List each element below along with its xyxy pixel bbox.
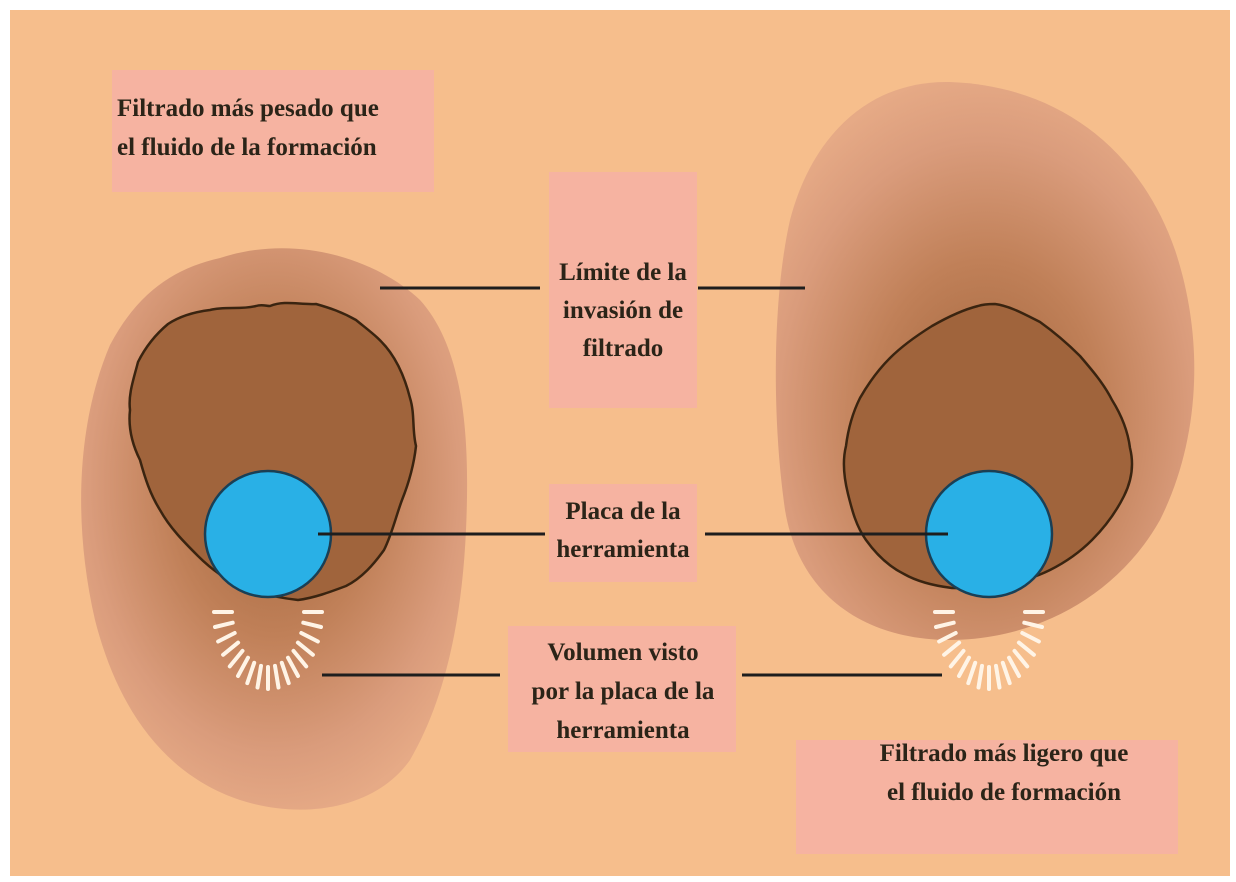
left-ray-14 — [216, 631, 237, 644]
left-ray-11 — [236, 655, 250, 678]
right-ray-7 — [994, 663, 1002, 690]
right-ray-2 — [1020, 631, 1041, 644]
tool-pad-box — [549, 484, 697, 582]
right-ray-3 — [1016, 640, 1036, 657]
left-ray-6 — [279, 660, 291, 686]
invasion-limit-line-2: invasión de — [563, 297, 683, 324]
right-ray-6 — [1000, 660, 1012, 686]
right-investigation-rays — [933, 610, 1045, 691]
left-ray-5 — [286, 655, 300, 678]
left-tool-pad-icon — [203, 469, 333, 599]
left-ray-4 — [291, 648, 309, 669]
right-ray-12 — [948, 648, 966, 669]
left-ray-2 — [299, 631, 320, 644]
left-ray-3 — [295, 640, 315, 657]
volume-seen-box — [508, 626, 736, 752]
left-ray-12 — [227, 648, 245, 669]
lighter-filtrate-box — [796, 740, 1178, 854]
lighter-filtrate-line-1: Filtrado más ligero que — [880, 740, 1129, 767]
volume-seen-line-2: por la placa de la — [532, 678, 715, 705]
volume-seen-line-1: Volumen visto — [547, 639, 698, 666]
left-ray-10 — [245, 660, 257, 686]
left-ray-13 — [221, 640, 241, 657]
lighter-filtrate-line-2: el fluido de formación — [887, 779, 1121, 806]
invasion-limit-box — [549, 172, 697, 408]
right-flushed-zone — [842, 302, 1134, 590]
right-ray-9 — [976, 663, 984, 690]
right-ray-14 — [937, 631, 958, 644]
right-ray-11 — [957, 655, 971, 678]
left-investigation-rays — [212, 610, 324, 691]
tool-pad-line-2: herramienta — [556, 536, 690, 563]
heavier-filtrate-line-2: el fluido de la formación — [117, 134, 377, 161]
invasion-limit-line-1: Límite de la — [559, 259, 687, 286]
right-ray-4 — [1012, 648, 1030, 669]
heavier-filtrate-box — [112, 70, 434, 192]
right-ray-13 — [942, 640, 962, 657]
right-ray-1 — [1022, 620, 1044, 629]
right-ray-5 — [1007, 655, 1021, 678]
left-ray-7 — [273, 663, 281, 690]
left-ray-1 — [301, 620, 323, 629]
right-ray-15 — [934, 620, 956, 629]
right-ray-10 — [966, 660, 978, 686]
tool-pad-line-1: Placa de la — [565, 498, 681, 525]
volume-seen-line-3: herramienta — [556, 717, 690, 744]
leader-lines — [318, 286, 948, 677]
heavier-filtrate-line-1: Filtrado más pesado que — [117, 95, 379, 122]
invasion-limit-line-3: filtrado — [583, 335, 664, 362]
left-ray-9 — [255, 663, 263, 690]
left-ray-15 — [213, 620, 235, 629]
